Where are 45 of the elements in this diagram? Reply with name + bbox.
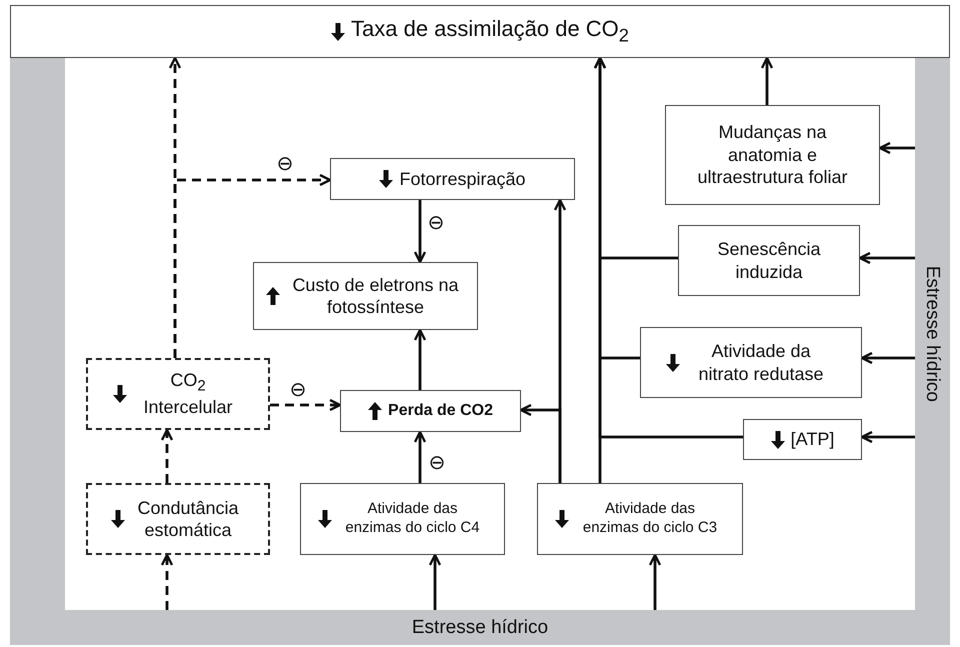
- dashed-arrow: [160, 554, 174, 610]
- process-box: [678, 225, 860, 296]
- stress-band: [915, 58, 950, 610]
- node-text: Atividade das enzimas do ciclo C4: [344, 500, 481, 538]
- node-text: Atividade da nitrato redutase: [697, 340, 825, 385]
- arrow: [414, 430, 426, 483]
- stress-band: [10, 58, 65, 610]
- process-box: [743, 419, 862, 460]
- node-text: Condutância estomática: [136, 496, 240, 542]
- arrow: [648, 554, 662, 610]
- process-box: [300, 483, 505, 555]
- node-text: Custo de eletrons na fotossíntese: [291, 274, 460, 318]
- arrow: [414, 200, 426, 264]
- process-box: [340, 390, 521, 432]
- process-box: [253, 262, 478, 330]
- arrow: [860, 352, 915, 364]
- process-box: [640, 327, 862, 398]
- result-box: [10, 5, 950, 58]
- arrow: [878, 142, 915, 154]
- stress-band: [10, 610, 950, 645]
- dashed-arrow: [160, 428, 174, 483]
- arrow: [520, 404, 562, 483]
- process-box: [330, 158, 575, 200]
- node-text: Fotorrespiração: [399, 168, 526, 190]
- band-label: Estresse hídrico: [921, 266, 944, 402]
- dashed-arrow: [270, 398, 342, 412]
- arrow: [860, 430, 915, 444]
- node-text: [ATP]: [790, 428, 834, 451]
- arrow: [858, 252, 915, 264]
- node-text: Senescência induzida: [716, 238, 822, 283]
- arrow: [428, 554, 442, 610]
- process-box: [665, 105, 880, 205]
- node-text: Atividade das enzimas do ciclo C3: [582, 500, 718, 538]
- dashed-arrow: [174, 174, 332, 358]
- band-label: Estresse hídrico: [412, 616, 548, 640]
- node-text: CO$_{2}$ Intercelular: [142, 369, 234, 419]
- node-text: Perda de CO2: [388, 401, 493, 421]
- arrow: [414, 328, 426, 390]
- dashed-process-box: [86, 358, 270, 430]
- arrow: [760, 56, 774, 105]
- process-box: [537, 483, 743, 555]
- node-text: Mudanças na anatomia e ultraestrutura foliar: [696, 121, 849, 189]
- arrow: [594, 56, 743, 438]
- dashed-process-box: [86, 483, 270, 555]
- node-text: Taxa de assimilação de CO$_{2}$: [351, 15, 629, 48]
